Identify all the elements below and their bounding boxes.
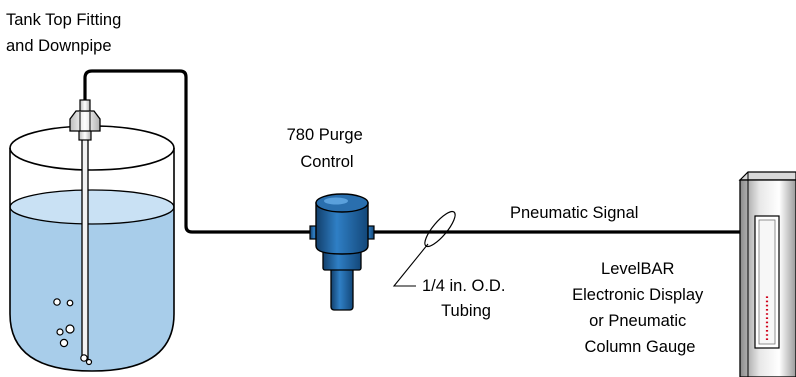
label-line: 780 Purge: [287, 126, 363, 144]
tank-top-fitting: [69, 99, 101, 141]
purge-control-body: [315, 202, 369, 255]
tubing-callout-oval: [424, 210, 456, 248]
label-purge-control: 780 Purge Control: [287, 126, 368, 171]
label-line: 1/4 in. O.D.: [422, 277, 505, 295]
label-tank-top-fitting: Tank Top Fitting and Downpipe: [6, 11, 126, 55]
label-line: Tubing: [441, 302, 491, 320]
label-levelbar-display: LevelBAR Electronic Display or Pneumatic…: [572, 260, 708, 356]
label-line: LevelBAR: [601, 260, 674, 278]
tank-liquid: [10, 207, 174, 371]
bubble: [80, 354, 88, 362]
label-line: Tank Top Fitting: [6, 11, 121, 29]
tubing-tank-to-purge: [83, 69, 318, 234]
label-line: Column Gauge: [585, 338, 696, 356]
fitting-hex-nut: [69, 110, 101, 132]
purge-bubbles: [53, 298, 93, 366]
tank-wall: [9, 148, 175, 372]
tubing-callout-leader: [392, 243, 429, 287]
label-pneumatic-signal: Pneumatic Signal: [510, 204, 638, 222]
tank-top-rim: [9, 125, 175, 171]
label-line: and Downpipe: [6, 37, 112, 55]
bubble: [56, 328, 64, 336]
fitting-cap: [79, 99, 91, 112]
downpipe: [81, 135, 89, 361]
bubble: [59, 338, 69, 348]
label-line: Electronic Display: [572, 286, 704, 304]
purge-control: [309, 193, 375, 311]
bubble: [65, 324, 75, 334]
purge-control-cap-highlight: [324, 197, 348, 205]
tank: [9, 99, 175, 372]
levelbar-display: [738, 171, 796, 377]
liquid-surface: [9, 189, 175, 225]
bubble: [66, 299, 74, 307]
label-tubing: 1/4 in. O.D. Tubing: [422, 277, 510, 320]
display-window-inner: [758, 219, 776, 345]
bubble: [85, 358, 93, 366]
purge-control-stem: [330, 265, 354, 311]
bubble: [53, 298, 61, 306]
label-line: Control: [300, 153, 353, 171]
label-line: or Pneumatic: [589, 312, 686, 330]
